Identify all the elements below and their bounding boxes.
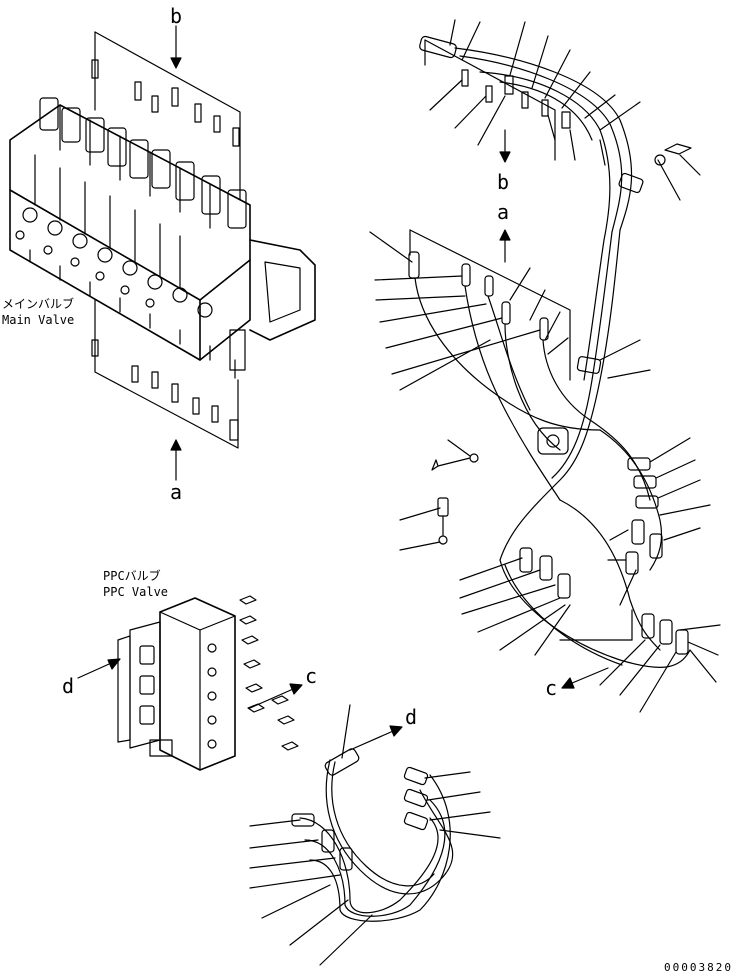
main-valve-label-jp: メインバルブ: [2, 297, 75, 311]
arrow-label-a-hose: a: [497, 200, 510, 224]
main-valve-label-en: Main Valve: [2, 313, 75, 327]
arrow-label-c-hose: c: [545, 676, 558, 700]
ppc-valve-assembly: [77, 595, 303, 771]
arrow-label-d-ppc: d: [62, 674, 75, 698]
arrow-label-c-ppc: c: [305, 664, 318, 688]
arrow-label-b-main: b: [170, 4, 183, 28]
middle-hose-group: [369, 229, 651, 561]
arrow-label-d-hose: d: [405, 705, 418, 729]
ppc-valve-label-en: PPC Valve: [103, 585, 169, 599]
drawing-code: 00003820: [664, 961, 733, 974]
main-valve-assembly: [9, 25, 316, 481]
ppc-hose-bundle: [249, 704, 501, 966]
arrow-label-a-main: a: [170, 480, 183, 504]
arrow-label-b-hose: b: [497, 170, 510, 194]
lower-hose-group: [459, 419, 721, 713]
ppc-valve-label-jp: PPCバルブ: [103, 569, 161, 583]
upper-hose-group: [419, 19, 701, 263]
